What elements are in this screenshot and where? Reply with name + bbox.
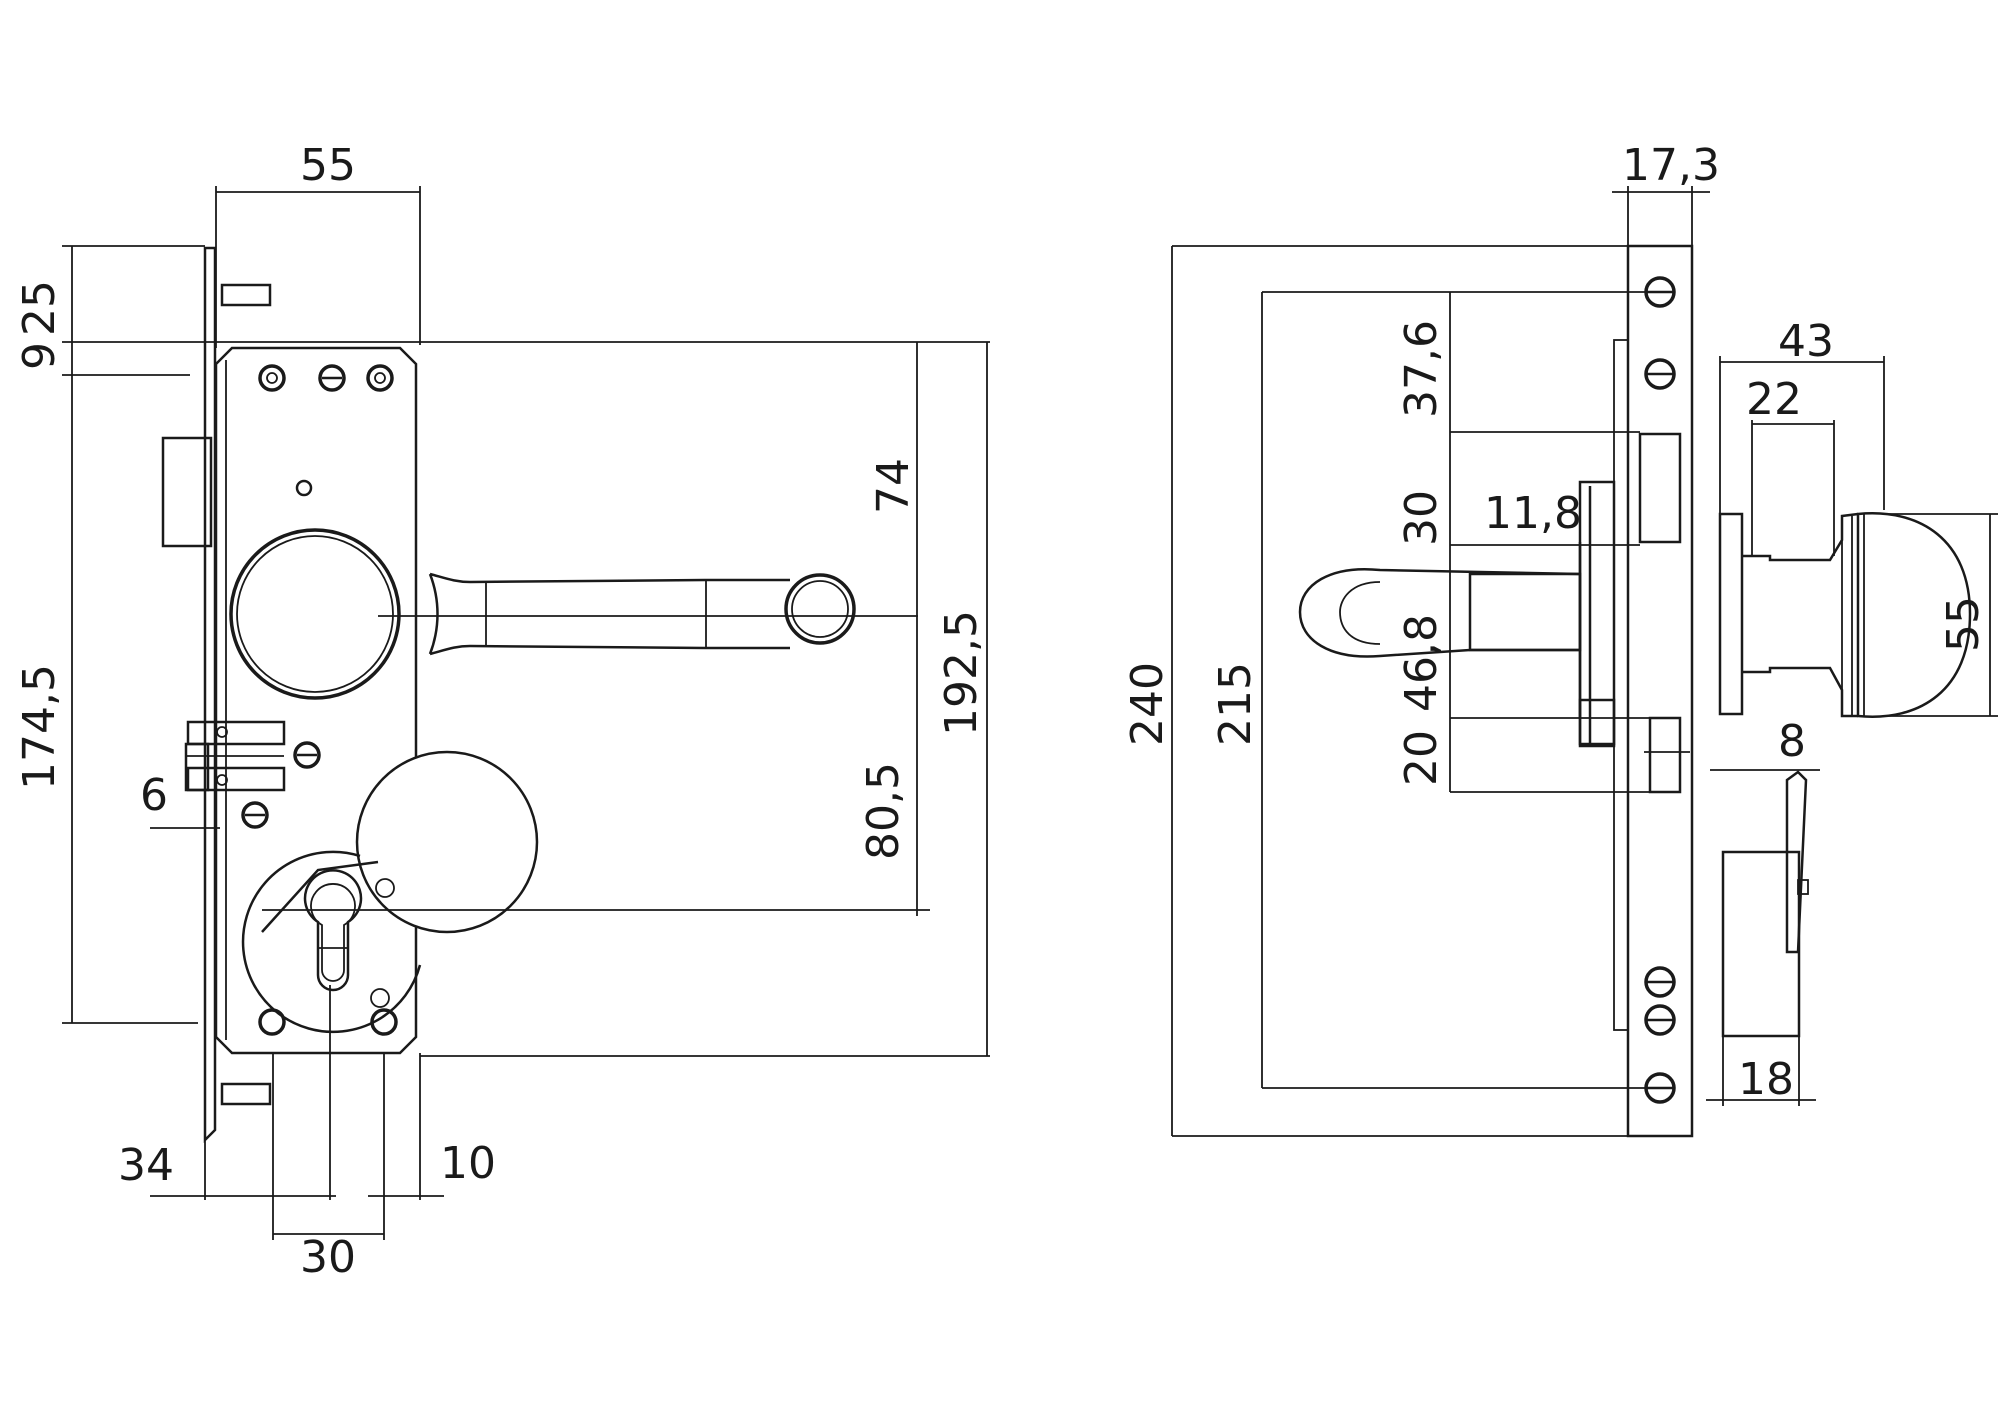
dim-bottom-10: 10: [440, 1138, 496, 1189]
side-faceplate-inner: [1613, 339, 1629, 1031]
side-latch-block: [1638, 432, 1682, 544]
dim-center-46-8: 46,8: [1396, 614, 1447, 712]
side-lever: [1298, 567, 1581, 658]
escutcheon-plate: [214, 346, 418, 1055]
side-cylinder-pin: [1797, 879, 1809, 895]
dim-rose-8: 8: [1778, 716, 1806, 767]
handle-rose: [229, 528, 401, 700]
cylinder-rose-edge: [261, 860, 379, 933]
dim-upper-37-6: 37,6: [1396, 320, 1447, 418]
dim-side-6: 6: [140, 770, 168, 821]
top-bolt: [220, 283, 272, 307]
top-screws: [258, 364, 394, 392]
cylinder-cover-disc: [355, 750, 539, 934]
side-spindle: [1468, 572, 1582, 652]
keyhole: [303, 869, 363, 992]
dim-knob-22: 22: [1746, 374, 1802, 425]
bottom-screw-left: [258, 1008, 286, 1036]
side-view: [1298, 244, 1972, 1138]
dim-lower-20: 20: [1396, 730, 1447, 786]
dim-mid-30: 30: [1396, 490, 1447, 546]
side-latch-lower: [1648, 716, 1682, 794]
bottom-bolt: [220, 1082, 272, 1106]
latch-mechanism: [184, 720, 286, 792]
dim-cylinder-30: 30: [300, 1232, 356, 1283]
dim-top-offset-25: 25: [14, 280, 65, 336]
lever-end: [784, 573, 856, 645]
small-hole: [295, 479, 313, 497]
keyhole-inner: [310, 883, 356, 982]
dim-backset-34: 34: [118, 1140, 174, 1191]
side-cylinder-lower: [1578, 698, 1616, 748]
mid-screw: [293, 741, 321, 769]
disc-pin: [375, 878, 395, 898]
rose-pin: [370, 988, 390, 1008]
side-cylinder-flange: [1785, 770, 1808, 954]
side-dimensions: [1171, 186, 1998, 1137]
bottom-screw-right: [370, 1008, 398, 1036]
side-faceplate: [1626, 244, 1694, 1138]
front-view: [161, 246, 930, 1240]
dim-handle-74: 74: [868, 458, 919, 514]
dim-spindle-11-8: 11,8: [1484, 488, 1582, 539]
dim-faceplate-17-3: 17,3: [1622, 140, 1720, 191]
dim-knob-43: 43: [1778, 316, 1834, 367]
lever-end-inner: [791, 580, 849, 638]
latch-housing: [161, 436, 213, 548]
dim-top-small-9: 9: [14, 342, 65, 370]
side-knob: [1718, 512, 1972, 718]
lever-handle: [428, 572, 790, 656]
dim-plate-192-5: 192,5: [936, 610, 987, 736]
dim-knob-55: 55: [1938, 596, 1989, 652]
front-dimensions: [62, 186, 990, 1235]
dim-cylinder-80-5: 80,5: [858, 762, 909, 860]
dim-screw-215: 215: [1210, 662, 1261, 746]
dim-total-240: 240: [1122, 662, 1173, 746]
side-screws: [1644, 276, 1676, 1104]
dim-cylinder-18: 18: [1738, 1054, 1794, 1105]
dim-width-55: 55: [300, 140, 356, 191]
side-lever-inner: [1339, 581, 1381, 645]
lower-screw: [241, 801, 269, 829]
handle-rose-inner: [236, 535, 394, 693]
side-escutcheon: [1578, 480, 1616, 746]
dim-height-174-5: 174,5: [14, 664, 65, 790]
forend-plate: [203, 246, 217, 1144]
cylinder-rose: [241, 850, 422, 1034]
